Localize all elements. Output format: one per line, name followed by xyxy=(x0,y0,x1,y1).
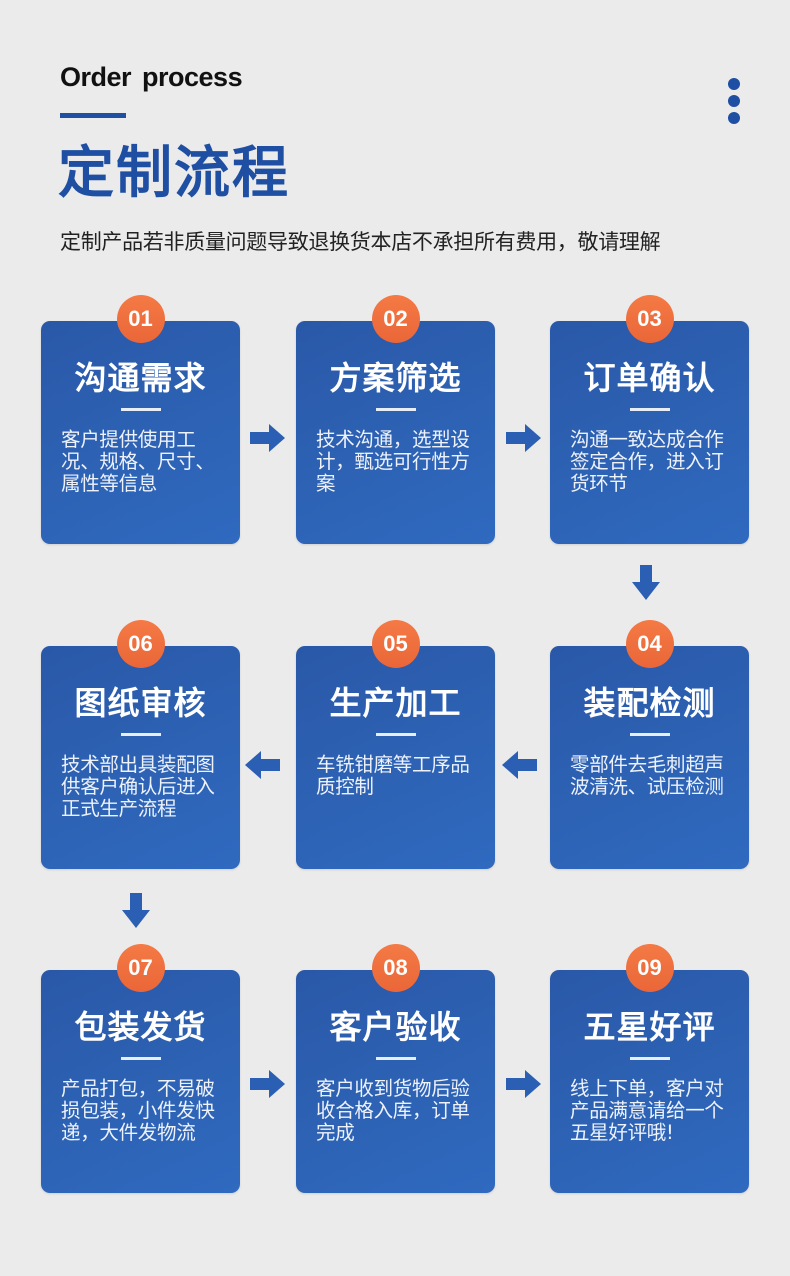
arrow-right-icon xyxy=(250,424,285,452)
step-card-03: 03 订单确认 沟通一致达成合作签定合作，进入订货环节 xyxy=(550,295,749,544)
step-title: 五星好评 xyxy=(583,1008,716,1046)
step-title: 沟通需求 xyxy=(74,359,207,397)
step-card-09: 09 五星好评 线上下单，客户对产品满意请给一个五星好评哦! xyxy=(550,944,749,1193)
step-number-badge: 08 xyxy=(371,944,420,992)
step-number-badge: 07 xyxy=(116,944,165,992)
step-card-01: 01 沟通需求 客户提供使用工况、规格、尺寸、属性等信息 xyxy=(41,295,240,544)
vertical-dots-icon xyxy=(728,78,742,124)
step-number-badge: 09 xyxy=(625,944,674,992)
step-card-04: 04 装配检测 零部件去毛刺超声波清洗、试压检测 xyxy=(550,620,749,869)
step-title: 图纸审核 xyxy=(74,684,207,722)
step-description: 产品打包，不易破损包装，小件发快递，大件发物流 xyxy=(61,1077,215,1144)
subtitle-notice: 定制产品若非质量问题导致退换货本店不承担所有费用，敬请理解 xyxy=(60,230,661,254)
step-title: 装配检测 xyxy=(583,684,716,722)
step-description: 客户提供使用工况、规格、尺寸、属性等信息 xyxy=(61,428,215,495)
divider xyxy=(120,408,161,411)
step-description: 技术沟通，选型设计，甄选可行性方案 xyxy=(316,428,470,495)
step-card-07: 07 包装发货 产品打包，不易破损包装，小件发快递，大件发物流 xyxy=(41,944,240,1193)
title-underline xyxy=(60,113,126,118)
step-card-06: 06 图纸审核 技术部出具装配图供客户确认后进入正式生产流程 xyxy=(41,620,240,869)
arrow-right-icon xyxy=(506,1070,541,1098)
divider xyxy=(120,1057,161,1060)
step-card-02: 02 方案筛选 技术沟通，选型设计，甄选可行性方案 xyxy=(296,295,495,544)
page-title: 定制流程 xyxy=(58,141,290,206)
step-number-badge: 04 xyxy=(625,620,674,668)
en-title: Order process xyxy=(60,62,243,92)
step-card-05: 05 生产加工 车铣钳磨等工序品质控制 xyxy=(296,620,495,869)
divider xyxy=(629,733,670,736)
arrow-left-icon xyxy=(245,751,280,779)
divider xyxy=(375,733,416,736)
divider xyxy=(629,408,670,411)
step-title: 方案筛选 xyxy=(329,359,462,397)
arrow-down-icon xyxy=(122,893,150,928)
divider xyxy=(375,408,416,411)
divider xyxy=(629,1057,670,1060)
step-title: 客户验收 xyxy=(329,1008,462,1046)
arrow-down-icon xyxy=(632,565,660,600)
step-title: 包装发货 xyxy=(74,1008,207,1046)
arrow-right-icon xyxy=(250,1070,285,1098)
step-description: 技术部出具装配图供客户确认后进入正式生产流程 xyxy=(61,753,215,820)
more-menu-button[interactable] xyxy=(728,78,742,129)
step-description: 客户收到货物后验收合格入库，订单完成 xyxy=(316,1077,470,1144)
step-number-badge: 03 xyxy=(625,295,674,343)
step-number-badge: 01 xyxy=(116,295,165,343)
divider xyxy=(375,1057,416,1060)
step-number-badge: 02 xyxy=(371,295,420,343)
step-description: 沟通一致达成合作签定合作，进入订货环节 xyxy=(570,428,724,495)
step-description: 线上下单，客户对产品满意请给一个五星好评哦! xyxy=(570,1077,724,1144)
arrow-right-icon xyxy=(506,424,541,452)
step-title: 订单确认 xyxy=(583,359,716,397)
step-number-badge: 06 xyxy=(116,620,165,668)
step-description: 车铣钳磨等工序品质控制 xyxy=(316,753,470,798)
step-card-08: 08 客户验收 客户收到货物后验收合格入库，订单完成 xyxy=(296,944,495,1193)
divider xyxy=(120,733,161,736)
step-description: 零部件去毛刺超声波清洗、试压检测 xyxy=(570,753,724,798)
step-title: 生产加工 xyxy=(329,684,462,722)
arrow-left-icon xyxy=(502,751,537,779)
step-number-badge: 05 xyxy=(371,620,420,668)
